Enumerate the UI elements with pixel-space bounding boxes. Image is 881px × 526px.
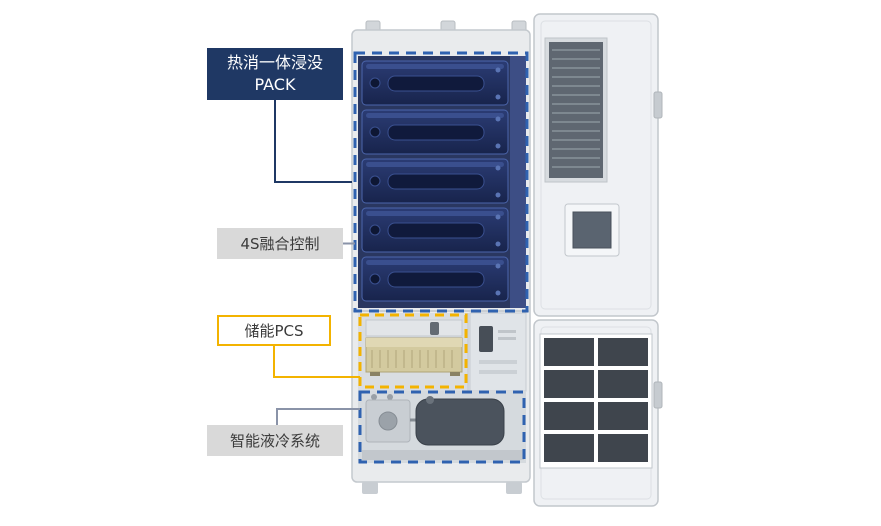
pack-dashed-border [353,51,529,313]
battery-pack-module [361,207,509,253]
label-immersion-pack-line1: 热消一体浸没 [226,53,323,73]
door-grille [539,333,653,469]
cooling-region [358,391,526,463]
cabinet-door [533,13,663,507]
cooling-dashed-border [358,390,526,464]
label-immersion-pack: 热消一体浸没 PACK [207,48,343,100]
pcs-dashed-border [358,313,468,389]
door-vent [544,37,608,183]
connector-pcs [273,346,360,378]
battery-pack-module [361,60,509,106]
battery-pack-module [361,158,509,204]
door-hinge [653,91,663,119]
pcs-unit [365,337,463,376]
connector-cooling [276,408,360,425]
label-immersion-pack-line2: PACK [254,75,296,94]
label-4s-control: 4S融合控制 [217,228,343,259]
connector-pack [274,100,352,183]
label-pcs: 储能PCS [217,315,331,346]
battery-pack-module [361,256,509,302]
coolant-tank [415,396,505,446]
battery-pack-module [361,109,509,155]
label-liquid-cooling: 智能液冷系统 [207,425,343,456]
door-hinge [653,381,663,409]
door-display [564,203,620,257]
electrical-compartment [469,312,527,392]
